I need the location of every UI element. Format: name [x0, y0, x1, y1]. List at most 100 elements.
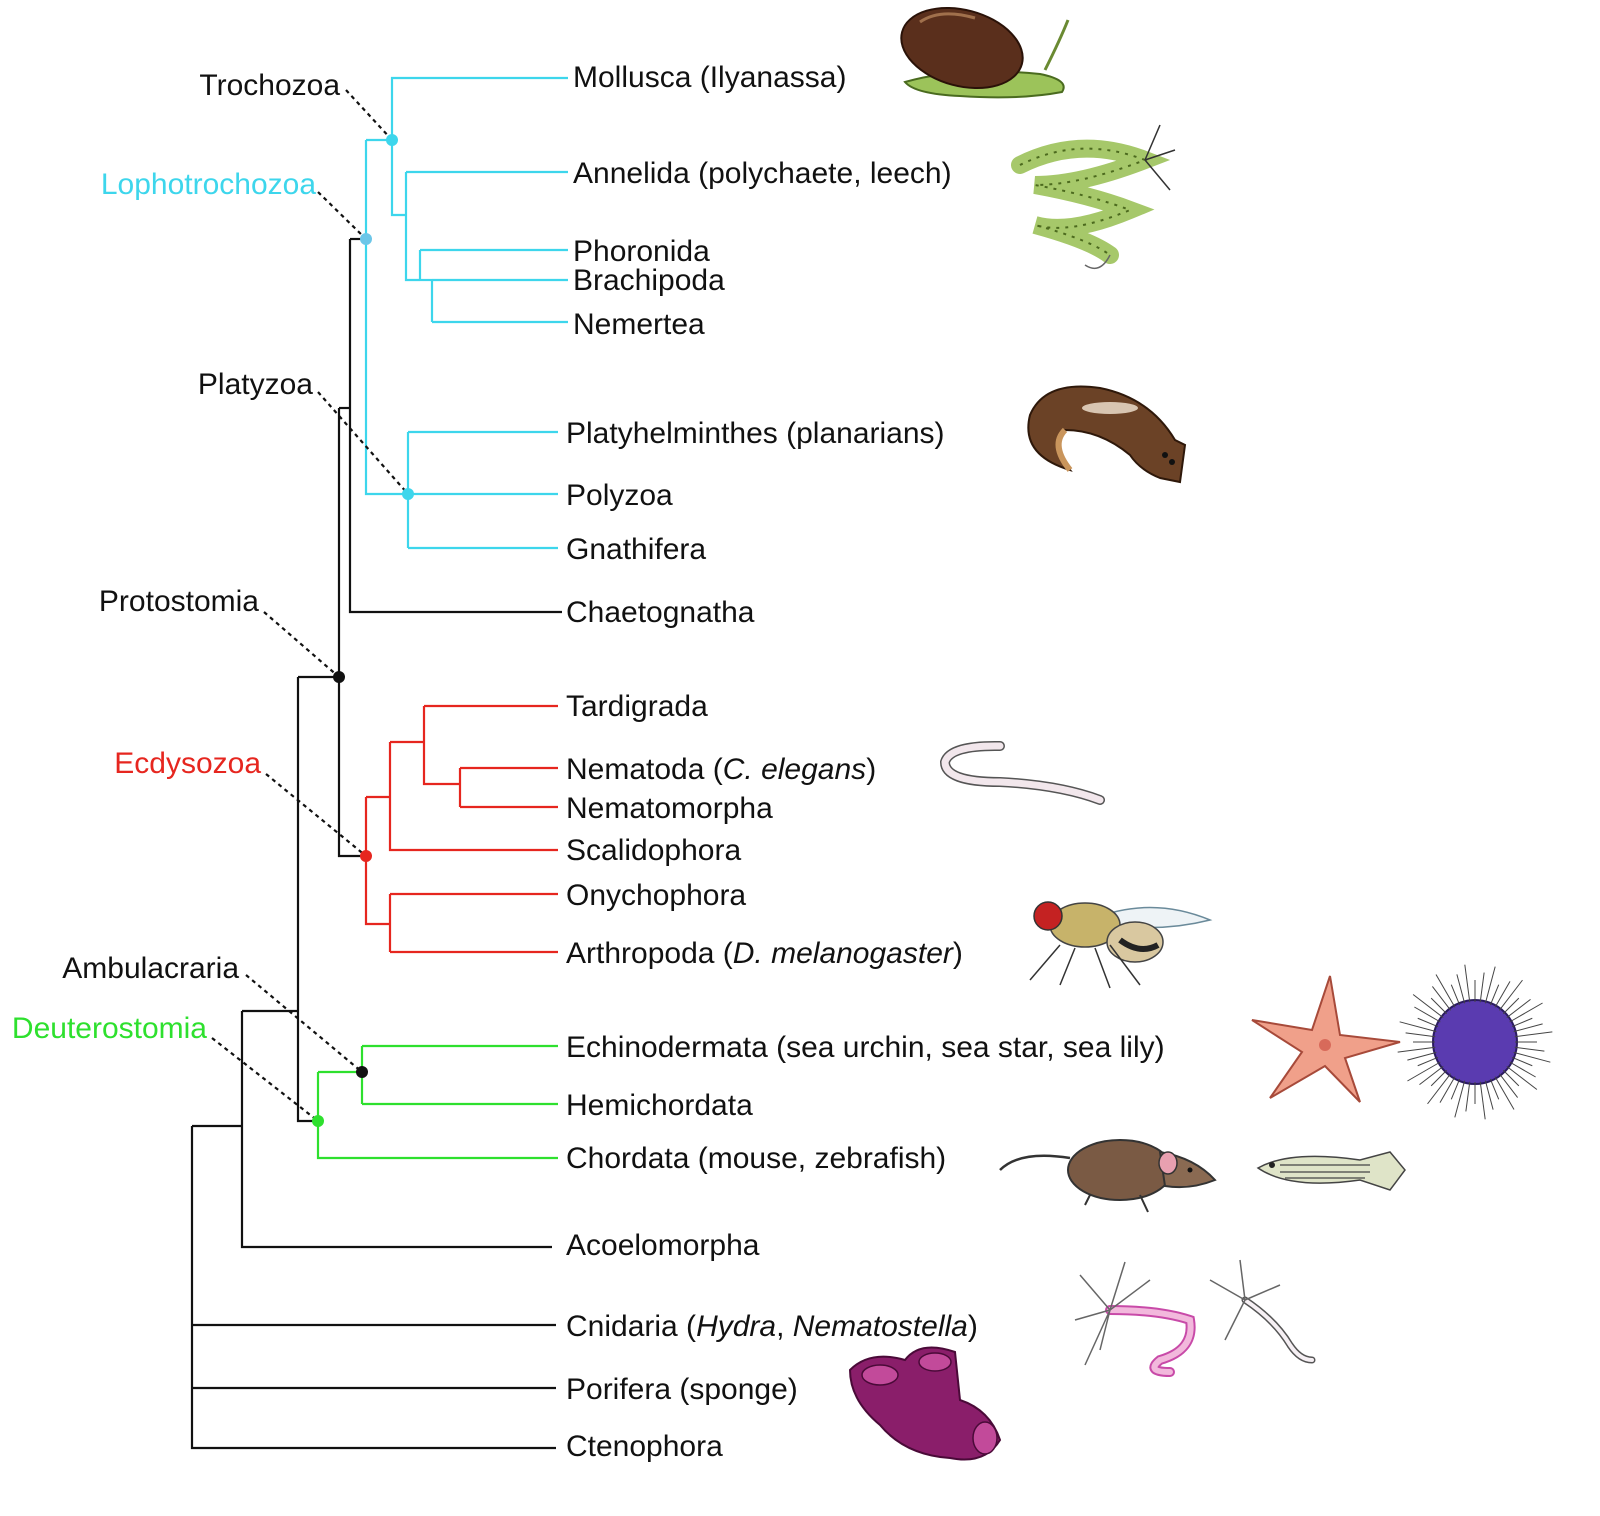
urchin-spine	[1456, 974, 1466, 1004]
taxon-cnidaria-sep: ,	[776, 1310, 793, 1343]
deuterostomia-label: Deuterostomia	[12, 1012, 207, 1045]
seaurchin-illustration	[1397, 964, 1553, 1120]
taxon-annelida: Annelida (polychaete, leech)	[573, 157, 952, 190]
urchin-spine	[1484, 966, 1496, 1004]
taxon-polyzoa: Polyzoa	[566, 479, 673, 512]
taxon-nematoda: Nematoda (C. elegans)	[566, 753, 876, 786]
taxon-chaetognatha: Chaetognatha	[566, 596, 755, 629]
urchin-spine	[1419, 1065, 1444, 1086]
urchin-spine	[1399, 1021, 1437, 1033]
urchin-spine	[1514, 1046, 1545, 1052]
urchin-spine	[1506, 998, 1531, 1019]
trochozoa-node	[386, 134, 398, 146]
urchin-spine	[1498, 1073, 1519, 1098]
seastar-illustration	[1251, 975, 1401, 1103]
protostomia-node	[333, 671, 345, 683]
ambulacraria-node	[356, 1066, 368, 1078]
ecdysozoa-branches	[364, 704, 558, 954]
planarian-illustration	[1027, 385, 1187, 484]
urchin-spine	[1405, 1032, 1436, 1038]
platyzoa-node	[402, 488, 414, 500]
taxon-arthropoda: Arthropoda (D. melanogaster)	[566, 937, 963, 970]
fruitfly-illustration	[1029, 901, 1213, 989]
urchin-spine	[1430, 1069, 1448, 1087]
lophotrochozoa-node	[360, 233, 372, 245]
taxon-nemertea: Nemertea	[573, 308, 705, 341]
taxon-cnidaria-nematostella: Nematostella	[793, 1310, 968, 1343]
taxon-porifera: Porifera (sponge)	[566, 1373, 798, 1406]
urchin-spine	[1489, 1078, 1500, 1100]
taxon-tardigrada: Tardigrada	[566, 690, 708, 723]
taxon-gnathifera: Gnathifera	[566, 533, 706, 566]
trochozoa-label: Trochozoa	[199, 69, 340, 102]
lophotrochozoa-label: Lophotrochozoa	[101, 168, 316, 201]
urchin-spine	[1407, 1051, 1437, 1061]
taxon-phoronida: Phoronida	[573, 235, 710, 268]
mouse-illustration	[999, 1139, 1217, 1213]
leader-lines	[211, 89, 409, 1122]
urchin-spine	[1435, 974, 1456, 1008]
urchin-spine	[1427, 1073, 1452, 1105]
urchin-spine	[1511, 1056, 1533, 1067]
ecdysozoa-label: Ecdysozoa	[114, 747, 261, 780]
urchin-spine	[1417, 1056, 1439, 1067]
annelid-illustration	[1011, 124, 1176, 270]
deuterostomia-node	[312, 1115, 324, 1127]
ambulacraria-label: Ambulacraria	[62, 952, 239, 985]
taxon-acoelomorpha: Acoelomorpha	[566, 1229, 760, 1262]
snail-illustration	[900, 6, 1070, 99]
urchin-spine	[1439, 1076, 1456, 1103]
taxon-onychophora: Onychophora	[566, 879, 746, 912]
taxon-mollusca: Mollusca (Ilyanassa)	[573, 61, 846, 94]
taxon-platyhelminthes: Platyhelminthes (planarians)	[566, 417, 945, 450]
taxon-cnidaria-close: )	[968, 1310, 978, 1343]
urchin-spine	[1450, 1078, 1461, 1100]
urchin-spine	[1494, 981, 1511, 1008]
urchin-spine	[1513, 1051, 1551, 1063]
urchin-spine	[1465, 1081, 1471, 1112]
taxon-arthropoda-close: )	[953, 937, 963, 970]
taxon-cnidaria-part: Cnidaria (	[566, 1310, 696, 1343]
taxon-echinodermata: Echinodermata (sea urchin, sea star, sea…	[566, 1031, 1165, 1064]
urchin-spine	[1407, 1061, 1441, 1082]
urchin-spine	[1412, 994, 1444, 1019]
deuterostomia-branches	[316, 1044, 558, 1160]
taxon-scalidophora: Scalidophora	[566, 834, 741, 867]
zebrafish-illustration	[1256, 1151, 1406, 1191]
taxon-hemichordata: Hemichordata	[566, 1089, 753, 1122]
urchin-spine	[1498, 979, 1523, 1011]
taxon-nematoda-part: Nematoda (	[566, 753, 723, 786]
urchin-spine	[1502, 1069, 1520, 1087]
taxon-nematomorpha: Nematomorpha	[566, 792, 773, 825]
backbone-branches	[190, 237, 562, 1450]
taxon-cnidaria: Cnidaria (Hydra, Nematostella)	[566, 1310, 978, 1343]
taxon-ctenophora: Ctenophora	[566, 1430, 723, 1463]
urchin-spine	[1479, 972, 1485, 1003]
urchin-spine	[1454, 1080, 1466, 1118]
taxon-brachipoda: Brachipoda	[573, 264, 725, 297]
urchin-spine	[1511, 1017, 1533, 1028]
urchin-spine	[1509, 1061, 1536, 1078]
urchin-spine	[1417, 1017, 1439, 1028]
hydra-illustration	[1074, 1259, 1316, 1377]
urchin-spine	[1450, 984, 1461, 1006]
urchin-spine	[1464, 964, 1471, 1003]
urchin-spine	[1430, 997, 1448, 1015]
urchin-spine	[1489, 984, 1500, 1006]
urchin-spine	[1414, 1006, 1441, 1023]
nematode-illustration	[939, 740, 1105, 805]
urchin-spine	[1502, 997, 1520, 1015]
urchin-spine	[1397, 1046, 1436, 1053]
urchin-spine	[1484, 1080, 1494, 1110]
urchin-spine	[1479, 1081, 1486, 1120]
taxon-arthropoda-part: Arthropoda (	[566, 937, 733, 970]
lophotrochozoa-branches	[364, 76, 568, 550]
taxon-nematoda-close: )	[866, 753, 876, 786]
taxon-cnidaria-hydra: Hydra	[696, 1310, 776, 1343]
urchin-spine	[1513, 1023, 1543, 1033]
urchin-spine	[1506, 1065, 1538, 1090]
urchin-spine	[1494, 1076, 1515, 1110]
platyzoa-label: Platyzoa	[198, 368, 313, 401]
urchin-spine	[1514, 1031, 1553, 1038]
